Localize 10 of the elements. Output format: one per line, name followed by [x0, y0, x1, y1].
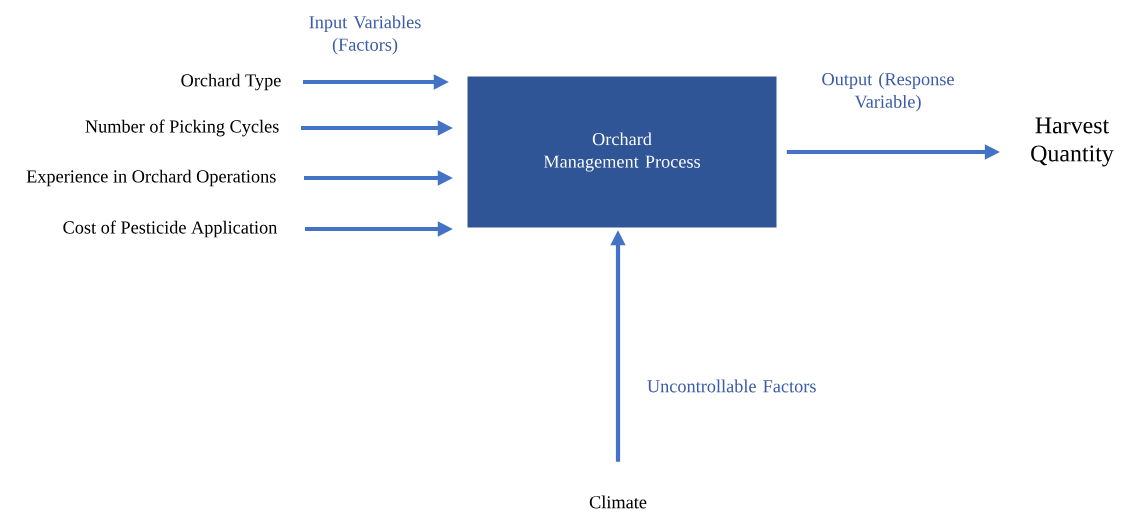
edge-label: Output (Response Variable): [822, 72, 954, 112]
factor-label: Climate: [589, 495, 647, 509]
edge-label: Uncontrollable Factors: [647, 379, 816, 393]
process-box: Orchard Management Process: [467, 76, 777, 228]
input-label: Number of Picking Cycles: [85, 119, 279, 137]
input-label: Cost of Pesticide Application: [63, 220, 278, 238]
input-label: Experience in Orchard Operations: [26, 169, 276, 187]
heading-label: Input Variables (Factors): [309, 15, 421, 55]
output-text: Harvest Quantity: [1031, 117, 1114, 167]
input-label: Orchard Type: [181, 73, 281, 91]
